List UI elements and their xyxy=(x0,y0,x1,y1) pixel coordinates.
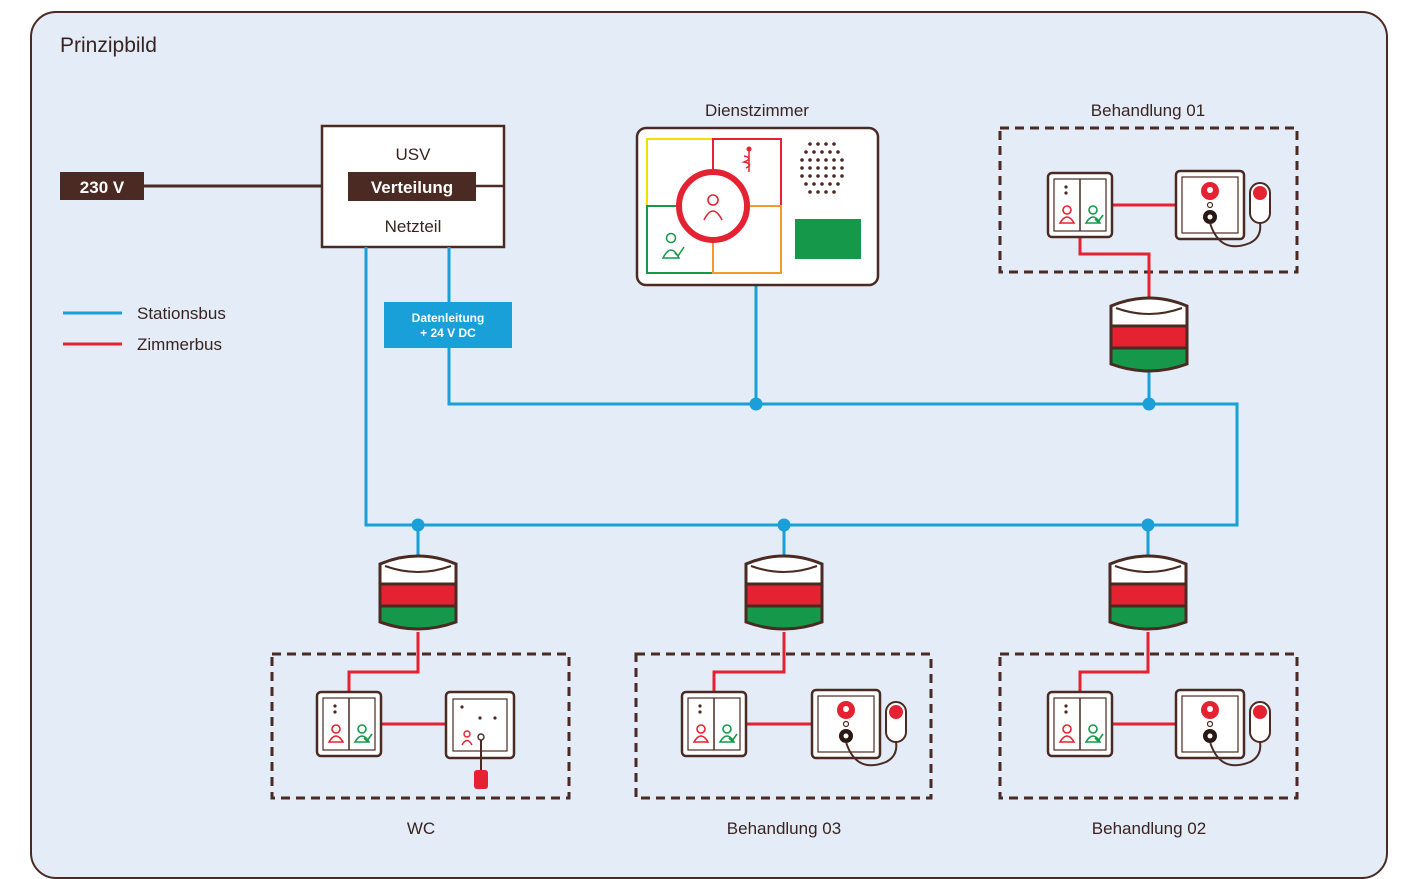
call-button-ring xyxy=(676,169,750,243)
room-label-dienstzimmer: Dienstzimmer xyxy=(705,101,809,120)
duty-room-terminal xyxy=(635,126,880,287)
room-label-behandlung-02: Behandlung 02 xyxy=(1092,819,1206,838)
distribution-bar xyxy=(348,172,476,201)
power-supply-label: Netzteil xyxy=(385,217,442,236)
junction-dot xyxy=(411,518,425,532)
room-lamp-behandlung-01 xyxy=(1109,296,1189,373)
room-bus-behandlung-03 xyxy=(712,632,812,726)
room-bus-behandlung-02 xyxy=(1078,632,1176,726)
room-box-behandlung-02 xyxy=(998,652,1299,800)
junction-dot xyxy=(1142,397,1156,411)
room-box-wc xyxy=(270,652,571,800)
pull-cord-handle xyxy=(474,770,488,789)
legend-label-room-bus: Zimmerbus xyxy=(137,335,222,354)
data-line-box xyxy=(384,302,512,348)
room-lamp-behandlung-03 xyxy=(744,554,824,631)
room-box-behandlung-03 xyxy=(634,652,933,800)
double-call-switch xyxy=(315,690,383,758)
staff-present-icon xyxy=(661,232,685,259)
station-bus xyxy=(364,247,1239,560)
double-call-switch xyxy=(1046,171,1114,239)
room-lamp-wc xyxy=(378,554,458,631)
double-call-switch xyxy=(680,690,748,758)
junction-dot xyxy=(777,518,791,532)
room-bus-behandlung-01 xyxy=(1078,203,1176,302)
double-call-switch xyxy=(1046,690,1114,758)
pull-cord-unit xyxy=(444,690,516,789)
power-label-box xyxy=(60,172,144,200)
usv-label: USV xyxy=(396,145,432,164)
bed-call-unit xyxy=(1174,688,1272,767)
room-label-behandlung-03: Behandlung 03 xyxy=(727,819,841,838)
power-label: 230 V xyxy=(80,178,125,197)
distribution-label: Verteilung xyxy=(371,178,453,197)
speaker-grille xyxy=(800,142,844,194)
data-line-label-2: + 24 V DC xyxy=(420,326,476,340)
legend: Stationsbus Zimmerbus xyxy=(63,304,226,354)
room-lamp-behandlung-02 xyxy=(1108,554,1188,631)
junction-dot xyxy=(749,397,763,411)
bed-call-unit xyxy=(810,688,908,767)
data-line-label-1: Datenleitung xyxy=(412,311,485,325)
medical-staff-icon xyxy=(741,146,752,172)
diagram-title: Prinzipbild xyxy=(60,34,157,57)
legend-label-station-bus: Stationsbus xyxy=(137,304,226,323)
room-label-wc: WC xyxy=(407,819,435,838)
patient-icon xyxy=(703,194,723,221)
room-bus-wc xyxy=(347,632,446,726)
terminal-display xyxy=(795,219,861,259)
room-label-behandlung-01: Behandlung 01 xyxy=(1091,101,1205,120)
bed-call-unit xyxy=(1174,169,1272,248)
junction-dot xyxy=(1141,518,1155,532)
bus-junctions xyxy=(411,397,1156,532)
system-diagram: Prinzipbild 230 V USV Verteilung Netztei… xyxy=(60,34,1299,838)
